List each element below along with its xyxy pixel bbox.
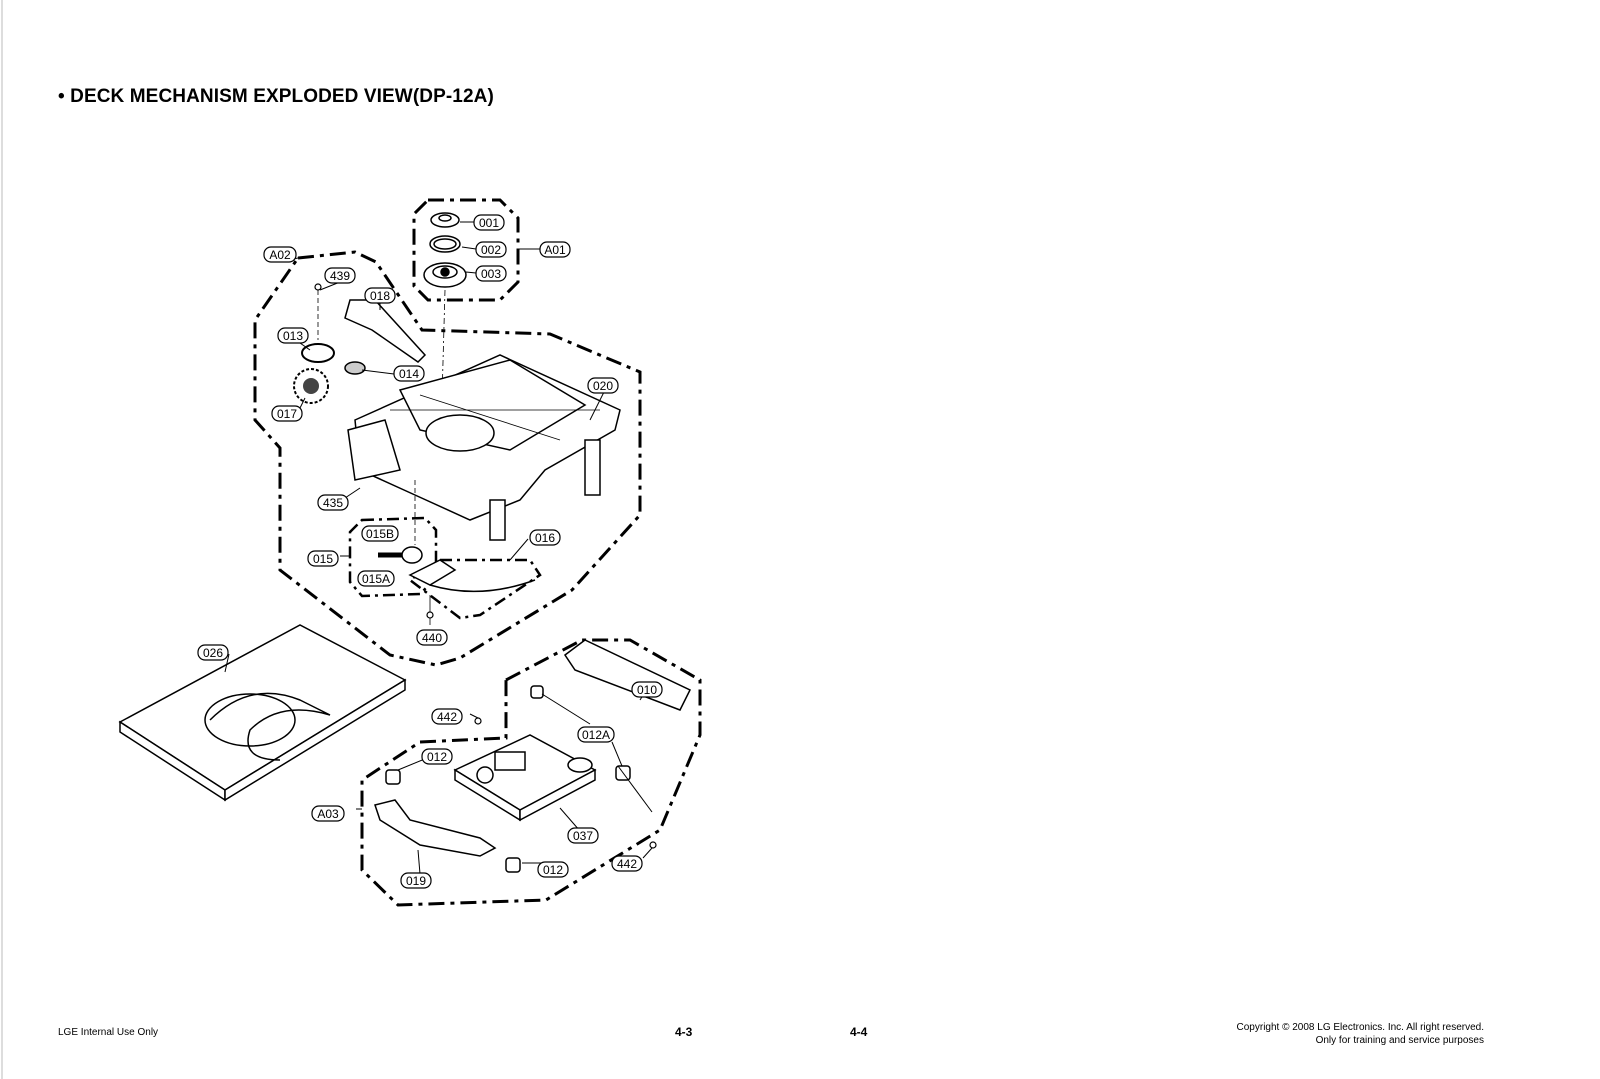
group-016-boundary: [407, 558, 542, 620]
leader-lines: [224, 221, 653, 875]
label-439: 439: [330, 269, 350, 283]
part-019-bracket: [374, 799, 497, 857]
label-a03: A03: [317, 807, 339, 821]
label-019: 019: [406, 874, 426, 888]
part-013-belt: [301, 343, 335, 363]
footer-internal-use: LGE Internal Use Only: [58, 1027, 159, 1038]
footer-copyright: Copyright © 2008 LG Electronics. Inc. Al…: [1236, 1022, 1484, 1033]
part-016-board: [408, 559, 536, 593]
part-026-tray: [118, 624, 407, 802]
label-037: 037: [573, 829, 593, 843]
label-010: 010: [637, 683, 657, 697]
part-010-flex-cable: [563, 639, 692, 711]
part-018-bracket: [344, 299, 427, 363]
part-020-main-frame: [347, 354, 621, 541]
label-014: 014: [399, 367, 419, 381]
label-002: 002: [481, 243, 501, 257]
label-001: 001: [479, 216, 499, 230]
group-015-boundary: [348, 516, 438, 598]
label-012-left: 012: [427, 750, 447, 764]
label-017: 017: [277, 407, 297, 421]
label-026: 026: [203, 646, 223, 660]
callouts: [197, 214, 663, 889]
clamper-parts: [423, 212, 467, 288]
label-015: 015: [313, 552, 333, 566]
page-number-right: 4-4: [850, 1025, 868, 1039]
group-a03-boundary: [360, 638, 702, 907]
label-a02: A02: [269, 248, 291, 262]
group-a01-boundary: [412, 198, 520, 302]
label-012-bottom: 012: [543, 863, 563, 877]
screws: [314, 283, 657, 849]
label-435: 435: [323, 496, 343, 510]
footer-training-note: Only for training and service purposes: [1315, 1035, 1484, 1046]
label-013: 013: [283, 329, 303, 343]
label-a01: A01: [544, 243, 566, 257]
label-015a: 015A: [362, 572, 390, 586]
label-018: 018: [370, 289, 390, 303]
group-a02-boundary: [253, 250, 642, 667]
label-442-bottom: 442: [617, 857, 637, 871]
label-020: 020: [593, 379, 613, 393]
page-number-left: 4-3: [675, 1025, 693, 1039]
label-012a: 012A: [582, 728, 610, 742]
page-title: • DECK MECHANISM EXPLODED VIEW(DP-12A): [58, 86, 494, 107]
part-014-pulley: [344, 361, 366, 375]
footer-copyright-block: Copyright © 2008 LG Electronics. Inc. Al…: [1237, 1021, 1484, 1047]
callout-labels: 001 002 003 A01 A02 439 018 013 014 017 …: [203, 216, 657, 888]
label-016: 016: [535, 531, 555, 545]
part-015-motor: [378, 546, 423, 564]
label-015b: 015B: [366, 527, 394, 541]
label-440: 440: [422, 631, 442, 645]
label-442-top: 442: [437, 710, 457, 724]
part-037-pickup: [453, 734, 597, 822]
label-003: 003: [481, 267, 501, 281]
